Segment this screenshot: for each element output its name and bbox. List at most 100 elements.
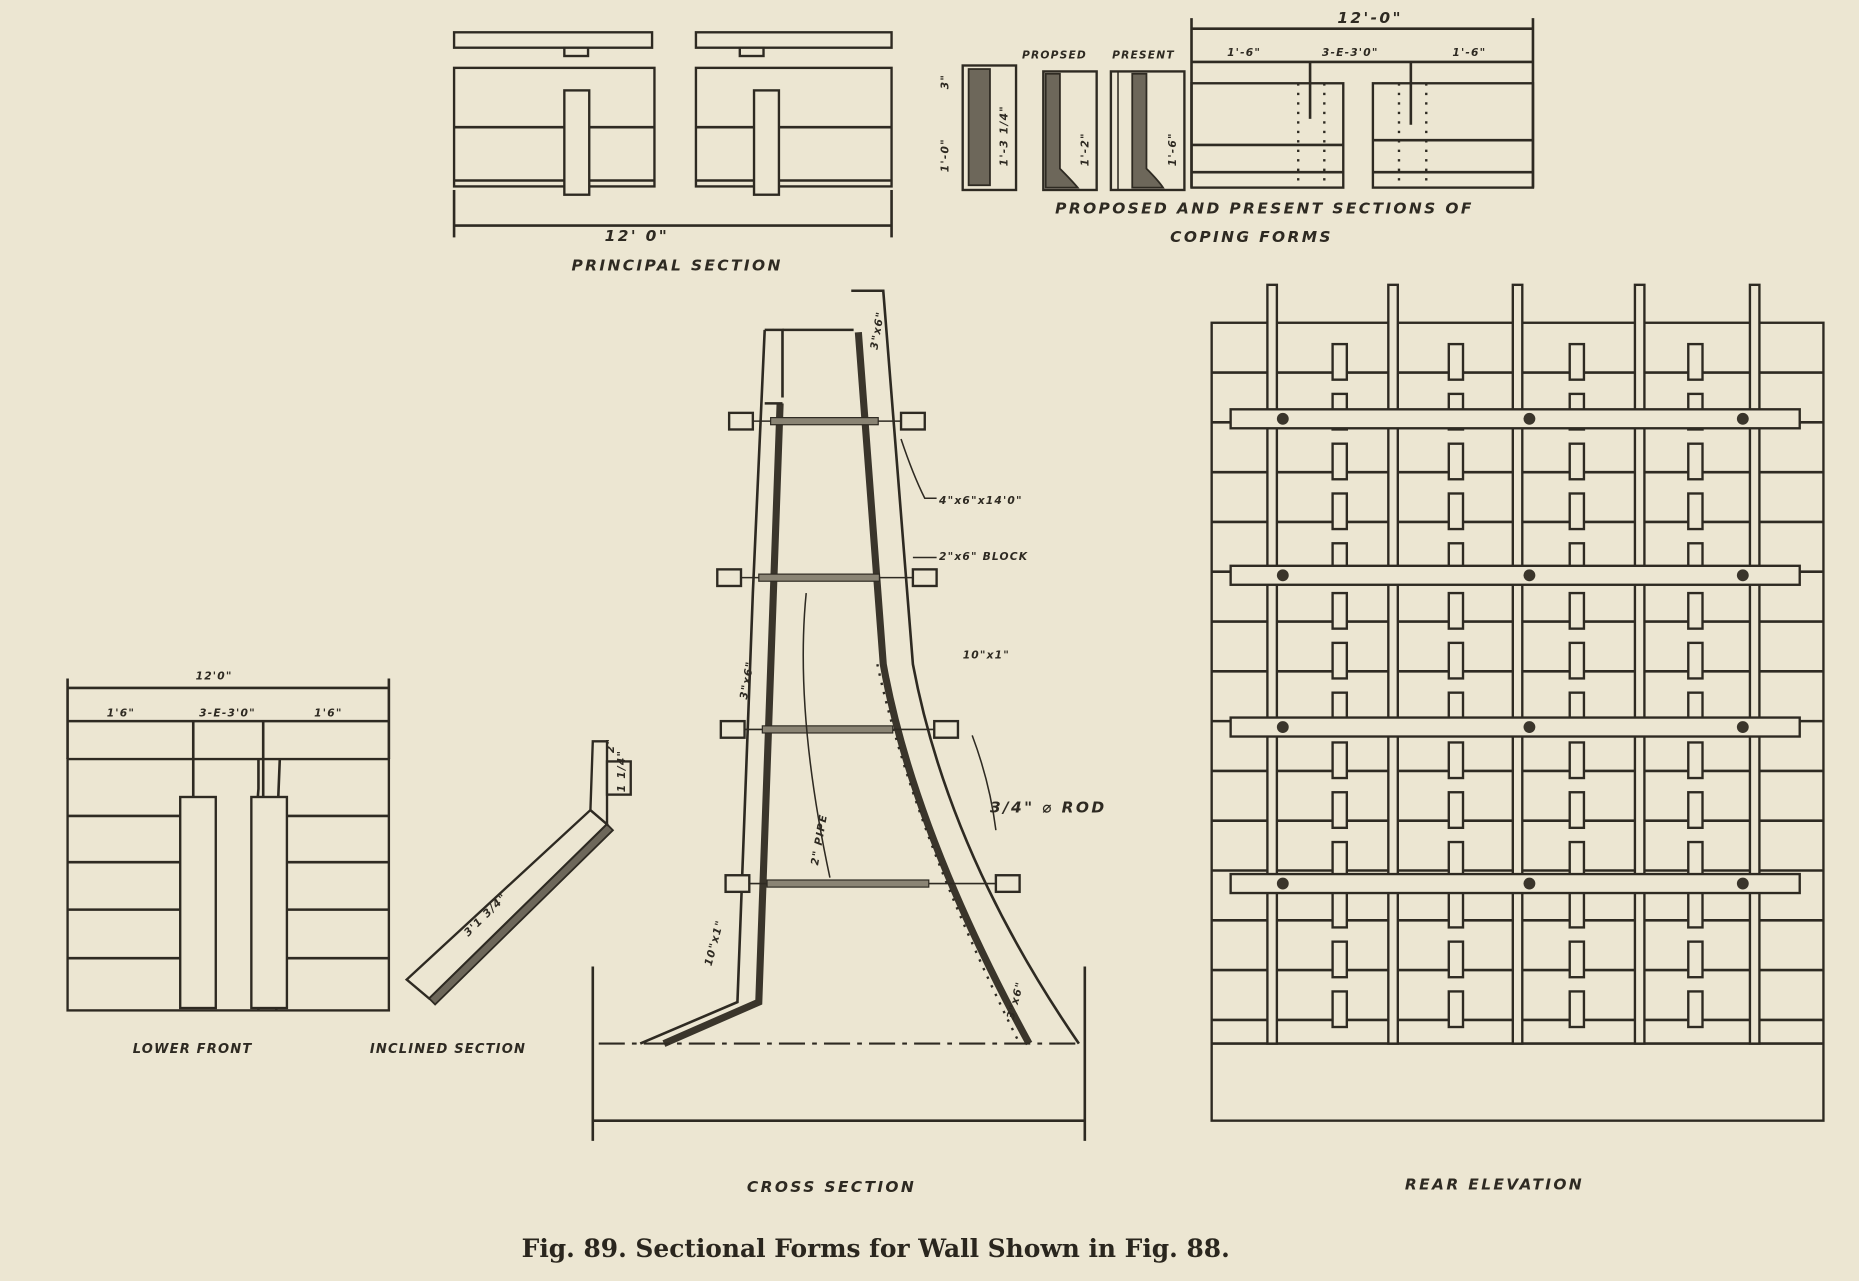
block bbox=[994, 874, 1021, 894]
lf-left-dim: 1'6" bbox=[107, 706, 135, 719]
inclined-section-title: INCLINED SECTION bbox=[370, 1042, 526, 1057]
cleat bbox=[1447, 990, 1465, 1029]
stud bbox=[1633, 283, 1646, 1045]
cleat bbox=[1447, 442, 1465, 481]
inclined-section: 3'1 3/4" 1 1/4" 2" INCLINED SECTION bbox=[370, 738, 632, 1057]
coping-title-line1: PROPOSED AND PRESENT SECTIONS OF bbox=[1055, 200, 1474, 218]
principal-width-dim: 12' 0" bbox=[605, 227, 670, 245]
cs-label-10x1-left: 10"x1" bbox=[702, 918, 727, 967]
cleat bbox=[1687, 492, 1704, 531]
cleat bbox=[1687, 791, 1704, 830]
coping-right-dim: 1'-6" bbox=[1452, 46, 1486, 59]
cleat bbox=[1687, 342, 1704, 381]
cs-label-3x6-left: 3"x6" bbox=[737, 660, 757, 700]
cleat bbox=[1331, 791, 1349, 830]
cleat bbox=[1331, 442, 1349, 481]
block bbox=[727, 411, 755, 431]
rear-elevation-title: REAR ELEVATION bbox=[1405, 1175, 1584, 1193]
cleat bbox=[1331, 840, 1349, 879]
cleat bbox=[1331, 492, 1349, 531]
coping-mid-dim: 3-E-3'0" bbox=[1322, 46, 1379, 59]
block bbox=[899, 411, 926, 431]
cs-label-3x6-bottom: 3"x6" bbox=[1004, 980, 1027, 1021]
bolt bbox=[1736, 412, 1749, 425]
block bbox=[911, 568, 938, 588]
cleat bbox=[1568, 840, 1586, 879]
bolt bbox=[1736, 721, 1749, 733]
cleat bbox=[1568, 741, 1586, 780]
rear-grid bbox=[1211, 283, 1824, 1045]
cleat bbox=[1687, 940, 1704, 979]
cleat bbox=[1447, 940, 1465, 979]
cs-label-10x1-right: 10"x1" bbox=[963, 648, 1010, 661]
block bbox=[724, 874, 751, 894]
cs-label-rod: 3/4" ⌀ ROD bbox=[990, 798, 1107, 816]
coping-forms: PROPSED PRESENT 1'-0" 3" 1'-3 1/4" 1'-2"… bbox=[938, 9, 1535, 246]
cleat bbox=[1331, 741, 1349, 780]
bolt bbox=[1523, 877, 1536, 890]
proposed-label: PROPSED bbox=[1022, 48, 1087, 61]
cleat bbox=[1687, 840, 1704, 879]
wale bbox=[1229, 408, 1801, 430]
cs-label-3x6-top: 3"x6" bbox=[867, 310, 887, 350]
bolt bbox=[1523, 569, 1536, 582]
bolt bbox=[1736, 877, 1749, 890]
cleat bbox=[1687, 890, 1704, 929]
cleat bbox=[1568, 342, 1586, 381]
cross-section: 3"x6" 4"x6"x14'0" 2"x6" BLOCK 10"x1" 3"x… bbox=[591, 289, 1107, 1196]
bolt bbox=[1523, 721, 1536, 733]
cleat bbox=[1687, 591, 1704, 630]
cross-section-title: CROSS SECTION bbox=[747, 1178, 916, 1196]
cleat bbox=[1447, 791, 1465, 830]
cleat bbox=[1568, 890, 1586, 929]
cs-label-waler: 4"x6"x14'0" bbox=[938, 494, 1023, 507]
cleat bbox=[1687, 442, 1704, 481]
cleat bbox=[1447, 741, 1465, 780]
cleat bbox=[1331, 890, 1349, 929]
coping-depth-dim-1: 1'-3 1/4" bbox=[998, 105, 1011, 166]
block bbox=[719, 719, 746, 739]
inclined-top-dim: 2" bbox=[604, 738, 617, 753]
lf-right-dim: 1'6" bbox=[314, 706, 342, 719]
rods bbox=[716, 411, 1021, 894]
inclined-cap-dim: 1 1/4" bbox=[615, 750, 628, 793]
cleat bbox=[1687, 741, 1704, 780]
cleat bbox=[1331, 591, 1349, 630]
coping-overall-dim: 12'-0" bbox=[1337, 9, 1403, 27]
bolt bbox=[1276, 569, 1289, 582]
coping-height-dim: 1'-0" bbox=[938, 138, 951, 172]
cleat bbox=[1331, 940, 1349, 979]
coping-depth-dim-3: 1'-6" bbox=[1166, 132, 1179, 166]
coping-left-dim: 1'-6" bbox=[1227, 46, 1261, 59]
figure-caption: Fig. 89. Sectional Forms for Wall Shown … bbox=[522, 1234, 1230, 1263]
principal-section: 12' 0" PRINCIPAL SECTION bbox=[452, 31, 893, 275]
bolt bbox=[1276, 412, 1289, 425]
cs-label-pipe: 2" PIPE bbox=[808, 813, 830, 866]
cleat bbox=[1568, 591, 1586, 630]
bolt bbox=[1276, 721, 1289, 733]
cleat bbox=[1568, 940, 1586, 979]
pipe bbox=[770, 417, 879, 426]
wale bbox=[1229, 716, 1801, 738]
cleat bbox=[1331, 342, 1349, 381]
stud bbox=[1748, 283, 1761, 1045]
cleat bbox=[1331, 641, 1349, 680]
present-label: PRESENT bbox=[1112, 48, 1175, 61]
cleat bbox=[1447, 840, 1465, 879]
lf-mid-dim: 3-E-3'0" bbox=[199, 706, 256, 719]
bolt bbox=[1736, 569, 1749, 582]
pipe bbox=[761, 725, 894, 734]
pipe bbox=[766, 879, 930, 888]
cleat bbox=[1447, 492, 1465, 531]
lower-front-title: LOWER FRONT bbox=[133, 1042, 253, 1057]
cleat bbox=[1447, 890, 1465, 929]
stud bbox=[1387, 283, 1399, 1045]
bolt bbox=[1523, 412, 1536, 425]
cleat bbox=[1331, 990, 1349, 1029]
stud bbox=[1511, 283, 1524, 1045]
rear-elevation: REAR ELEVATION bbox=[1210, 283, 1825, 1193]
stud bbox=[1266, 283, 1279, 1045]
principal-section-title: PRINCIPAL SECTION bbox=[571, 257, 782, 275]
